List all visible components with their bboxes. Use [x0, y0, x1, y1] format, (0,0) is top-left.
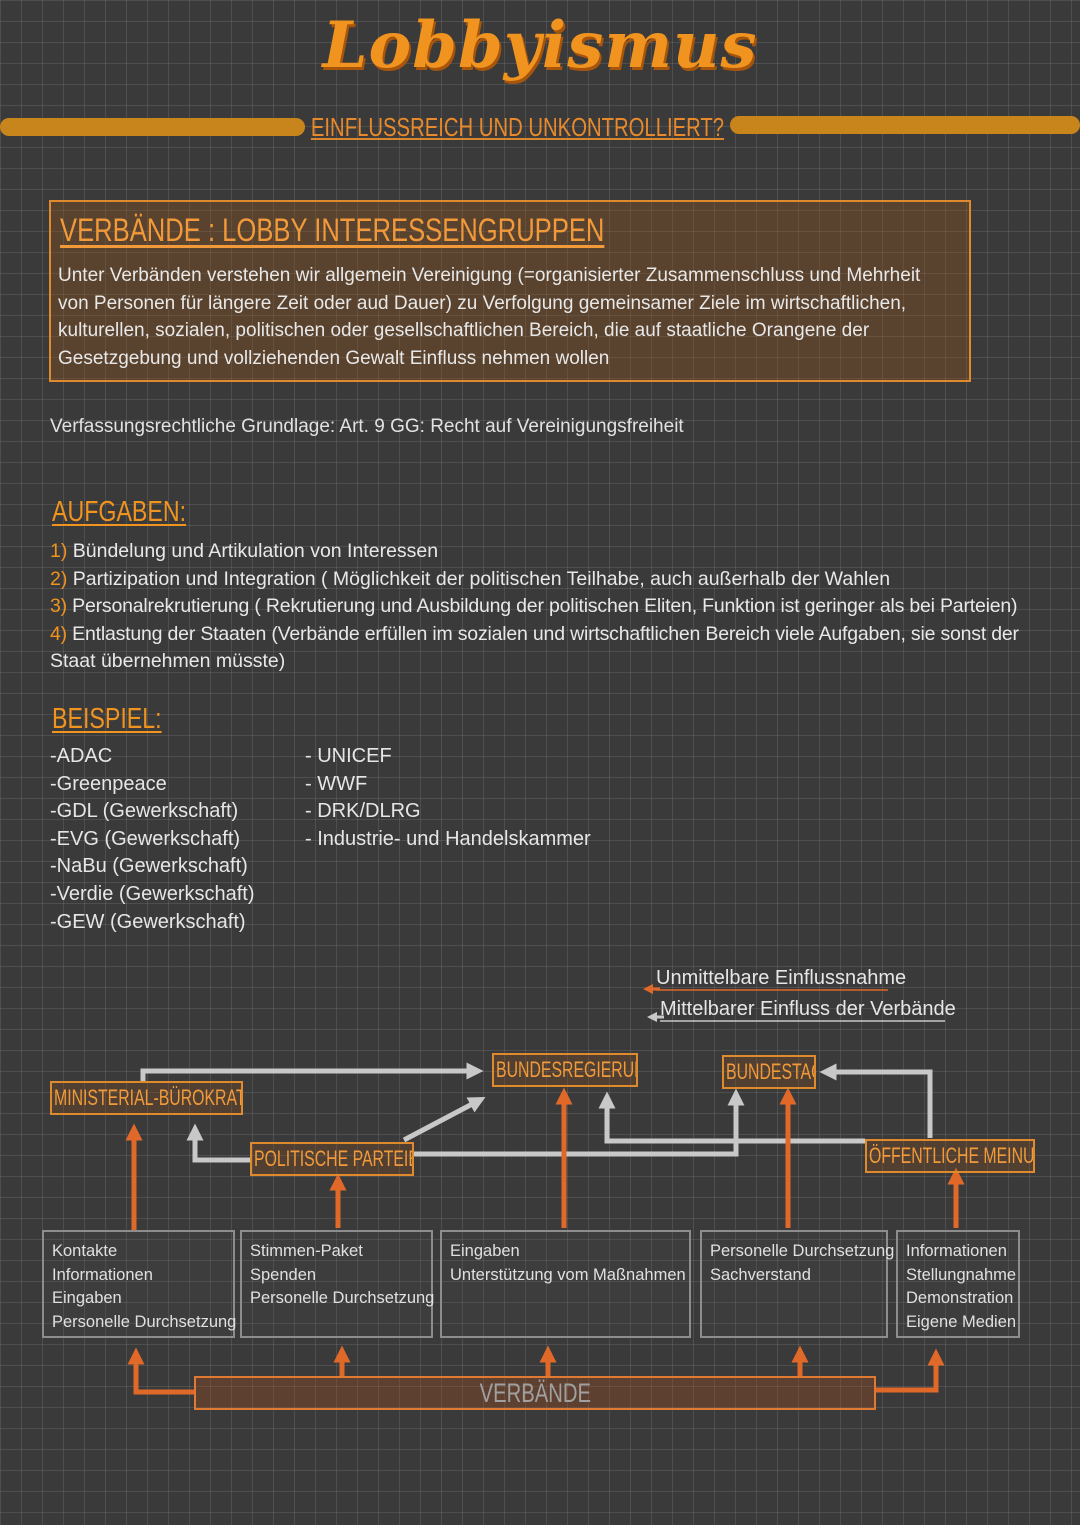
examples-heading: BEISPIEL: [52, 703, 162, 735]
node-bundestag: BUNDESTAG [722, 1055, 816, 1089]
examples-right: - UNICEF - WWF - DRK/DLRG - Industrie- u… [305, 743, 591, 853]
example-item: -Greenpeace [50, 772, 167, 795]
legal-basis: Verfassungsrechtliche Grundlage: Art. 9 … [50, 416, 684, 437]
example-item: -GDL (Gewerkschaft) [50, 800, 239, 823]
page-title: Lobbyismus [322, 8, 758, 83]
title-decoration-bar-left [0, 118, 305, 136]
method-box-meinung: Informationen Stellungnahme Demonstratio… [896, 1230, 1020, 1338]
example-item: - WWF [305, 772, 368, 795]
arrow-parteien-to-ministerial [186, 1123, 250, 1163]
arrow-verbaende-to-box1 [127, 1347, 196, 1395]
definition-line: Unter Verbänden verstehen wir allgemein … [58, 265, 921, 286]
method-box-regierung: Eingaben Unterstützung vom Maßnahmen [440, 1230, 691, 1338]
example-item: -EVG (Gewerkschaft) [50, 827, 241, 850]
example-item: - DRK/DLRG [305, 800, 421, 823]
task-item: 2) Partizipation und Integration ( Mögli… [50, 567, 891, 590]
tasks-list: 1) Bündelung und Artikulation von Intere… [50, 538, 1050, 676]
arrow-meinung-to-regierung [598, 1091, 865, 1144]
node-parteien: POLITISCHE PARTEIEN [250, 1142, 414, 1176]
title-decoration-bar-right [730, 116, 1080, 134]
arrow-parteien-to-bundestag [412, 1088, 745, 1157]
example-item: -GEW (Gewerkschaft) [50, 910, 246, 933]
task-item: 1) Bündelung und Artikulation von Intere… [50, 540, 439, 562]
example-item: -Verdie (Gewerkschaft) [50, 882, 255, 905]
example-item: -ADAC [50, 745, 113, 767]
node-ministerial: MINISTERIAL-BÜROKRATIE [50, 1081, 243, 1115]
definition-line: Gesetzgebung und vollziehenden Gewalt Ei… [58, 347, 610, 369]
page-subtitle: EINFLUSSREICH UND UNKONTROLLIERT? [310, 112, 725, 142]
definition-line: von Personen für längere Zeit oder aud D… [58, 292, 907, 314]
example-item: - UNICEF [305, 745, 392, 767]
arrow-verbaende-to-box5 [876, 1348, 945, 1393]
task-item: 4) Entlastung der Staaten (Verbände erfü… [50, 622, 1019, 645]
task-item: 3) Personalrekrutierung ( Rekrutierung u… [50, 595, 1018, 617]
node-meinung: ÖFFENTLICHE MEINUNG [865, 1139, 1035, 1173]
definition-text: Unter Verbänden verstehen wir allgemein … [58, 262, 958, 372]
verbaende-bar [194, 1376, 876, 1410]
definition-title: VERBÄNDE : LOBBY INTERESSENGRUPPEN [60, 212, 605, 248]
method-box-bundestag: Personelle Durchsetzung Sachverstand [700, 1230, 894, 1338]
examples-left: -ADAC -Greenpeace -GDL (Gewerkschaft) -E… [50, 743, 255, 936]
arrow-ministerial-to-regierung [140, 1062, 484, 1083]
arrow-meinung-to-bundestag [819, 1063, 933, 1138]
example-item: - Industrie- und Handelskammer [305, 827, 591, 850]
verbaende-label: VERBÄNDE [479, 1378, 591, 1408]
example-item: -NaBu (Gewerkschaft) [50, 855, 248, 878]
method-box-parteien: Stimmen-Paket Spenden Personelle Durchse… [240, 1230, 434, 1338]
definition-box [49, 200, 971, 382]
node-regierung: BUNDESREGIERUNG [492, 1053, 638, 1087]
definition-line: kulturellen, sozialen, politischen oder … [58, 320, 870, 341]
arrow-parteien-to-regierung [402, 1097, 486, 1143]
legend-indirect: Mittelbarer Einfluss der Verbände [660, 998, 956, 1020]
legend-direct: Unmittelbare Einflussnahme [656, 967, 907, 989]
method-box-ministerial: Kontakte Informationen Eingaben Personel… [42, 1230, 236, 1338]
task-continuation: Staat übernehmen müsste) [50, 650, 286, 672]
tasks-heading: AUFGABEN: [52, 496, 187, 528]
